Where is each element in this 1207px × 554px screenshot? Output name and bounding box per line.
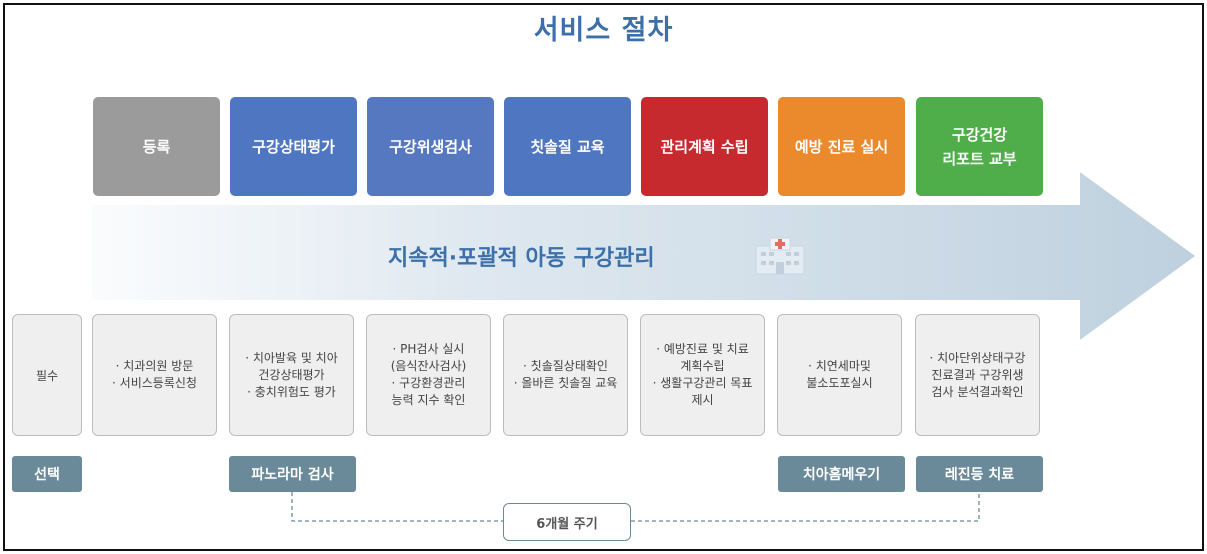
list-item: · 칫솔질상태확인 (523, 359, 608, 373)
required-label: 필수 (35, 368, 59, 383)
desc-oral-hygiene-test: · PH검사 실시 (음식잔사검사) · 구강환경관리 능력 지수 확인 (366, 314, 491, 436)
page-title: 서비스 절차 (533, 15, 674, 46)
desc-oral-status-assessment: · 치아발육 및 치아 건강상태평가 · 충치위험도 평가 (229, 314, 354, 436)
step-oral-hygiene-test: 구강위생검사 (367, 97, 494, 196)
desc-care-plan: · 예방진료 및 치료 계획수립 · 생활구강관리 목표 제시 (640, 314, 765, 436)
step-oral-status-assessment: 구강상태평가 (230, 97, 357, 196)
desc-oral-health-report: · 치아단위상태구강 진료결과 구강위생 검사 분석결과확인 (915, 314, 1040, 436)
step-label: 등록 (142, 137, 171, 156)
hospital-icon (755, 237, 805, 275)
list-item: · 치과의원 방문 (115, 359, 194, 373)
desc-preventive-treatment: · 치연세마및 불소도포실시 (777, 314, 902, 436)
option-text: 레진등 치료 (944, 467, 1015, 483)
list-item: · 구강환경관리 능력 지수 확인 (391, 376, 466, 407)
option-fissure-sealant: 치아홈메우기 (778, 456, 905, 492)
list-item: · 충치위험도 평가 (247, 384, 336, 399)
list-item: · 치아단위상태구강 진료결과 구강위생 검사 분석결과확인 (929, 350, 1026, 399)
optional-label-text: 선택 (34, 467, 60, 483)
arrow-shape (92, 172, 1195, 340)
list-item: · 올바른 칫솔질 교육 (513, 376, 618, 390)
banner-text: 지속적·포괄적 아동 구강관리 (388, 246, 655, 271)
option-panorama-exam: 파노라마 검사 (229, 456, 356, 492)
option-text: 치아홈메우기 (802, 467, 881, 483)
list-item: · 치연세마및 불소도포실시 (806, 359, 873, 390)
list-item: · 서비스등록신청 (112, 376, 197, 390)
step-label: 예방 진료 실시 (794, 137, 889, 156)
list-item: · 치아발육 및 치아 건강상태평가 (245, 350, 338, 382)
cycle-label: 6개월 주기 (503, 503, 631, 541)
optional-label: 선택 (12, 456, 82, 492)
option-text: 파노라마 검사 (251, 467, 334, 483)
step-label: 관리계획 수립 (660, 137, 749, 156)
step-preventive-treatment: 예방 진료 실시 (778, 97, 905, 196)
step-registration: 등록 (93, 97, 220, 196)
step-oral-health-report: 구강건강 리포트 교부 (916, 97, 1043, 196)
desc-registration: · 치과의원 방문 · 서비스등록신청 (92, 314, 217, 436)
step-brushing-education: 칫솔질 교육 (504, 97, 631, 196)
step-care-plan: 관리계획 수립 (641, 97, 768, 196)
list-item: · PH검사 실시 (음식잔사검사) (390, 342, 467, 373)
step-label: 칫솔질 교육 (530, 137, 605, 156)
cycle-text: 6개월 주기 (536, 516, 598, 532)
step-label: 구강건강 리포트 교부 (942, 125, 1017, 168)
step-label: 구강위생검사 (389, 137, 472, 156)
list-item: · 예방진료 및 치료 계획수립 (656, 342, 749, 373)
desc-brushing-education: · 칫솔질상태확인 · 올바른 칫솔질 교육 (503, 314, 628, 436)
option-resin-treatment: 레진등 치료 (916, 456, 1043, 492)
row-label-required: 필수 (12, 314, 82, 436)
step-label: 구강상태평가 (252, 137, 335, 156)
list-item: · 생활구강관리 목표 제시 (652, 376, 753, 407)
